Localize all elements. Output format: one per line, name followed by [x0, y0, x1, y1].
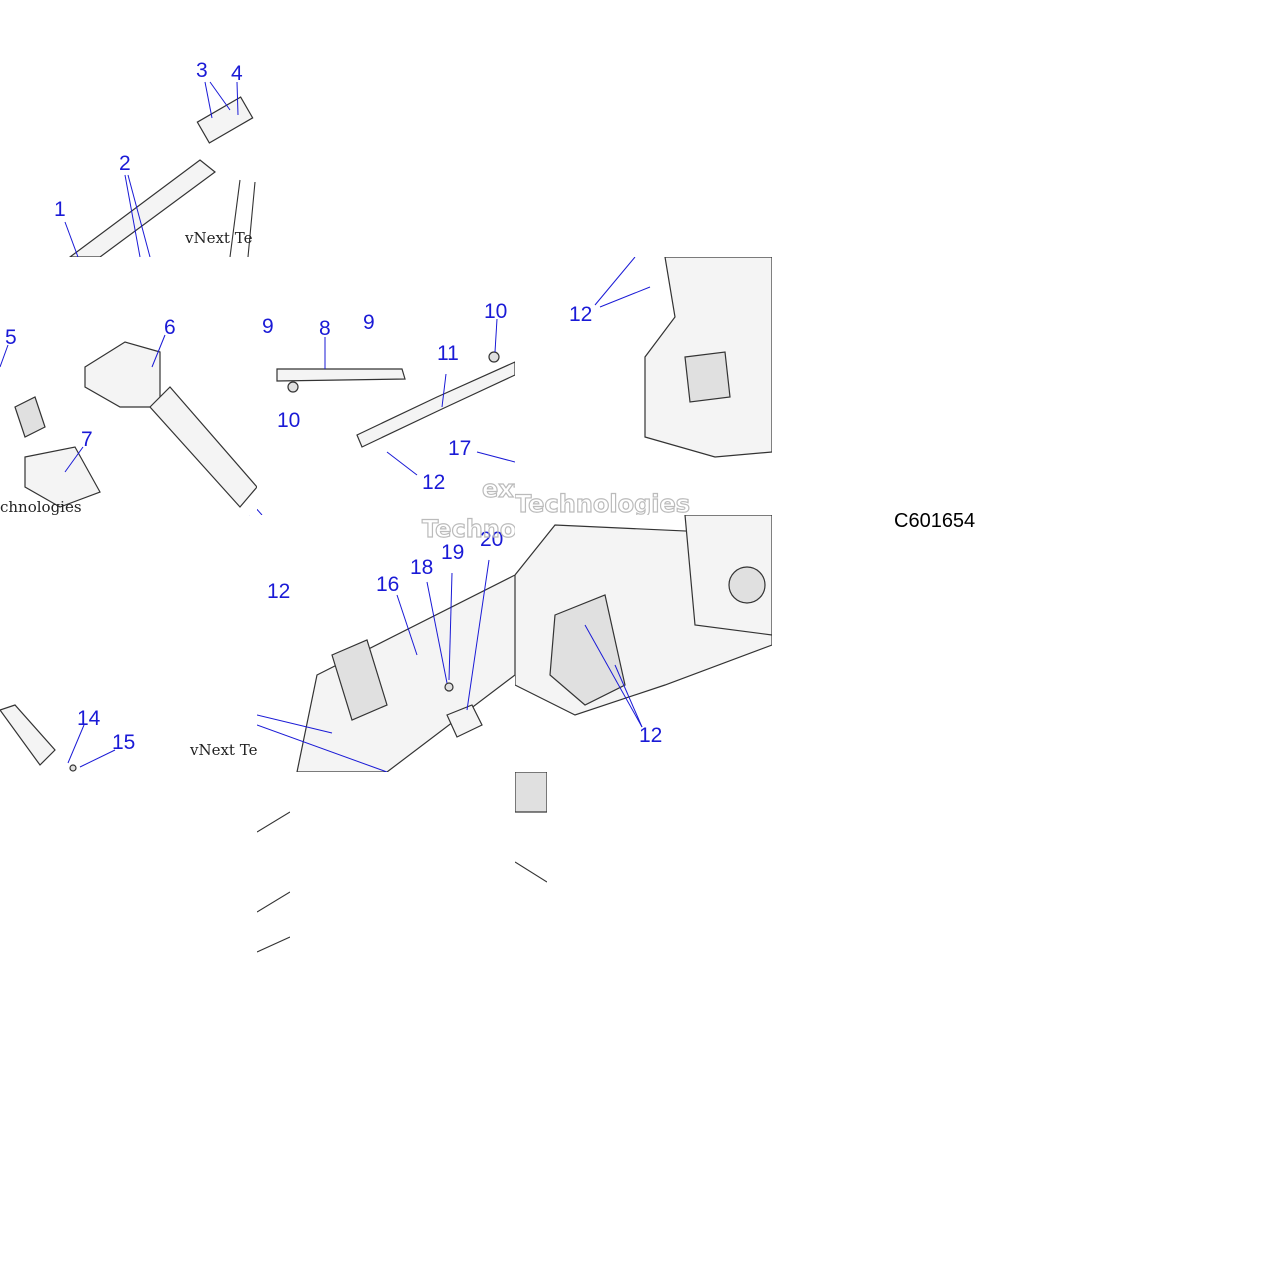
- leader-line: [0, 344, 9, 368]
- leader-line: [257, 508, 263, 515]
- diagram-strip-right: [515, 772, 547, 1029]
- watermark-text: chnologies: [0, 498, 82, 515]
- leader-line: [386, 451, 418, 476]
- callout-10: 10: [277, 409, 300, 432]
- leader-line: [448, 572, 453, 681]
- leader-line: [79, 749, 116, 768]
- diagram-tile-lower-right: 12: [515, 515, 772, 772]
- frame-edge: [247, 181, 256, 257]
- diagram-tile-mid-center: 9 8 9 10 11 10 17 12 ext: [257, 257, 515, 515]
- footrest-grate: [515, 772, 547, 813]
- callout-4: 4: [231, 62, 243, 85]
- callout-16: 16: [376, 573, 399, 596]
- drawing-code: C601654: [894, 510, 976, 532]
- leader-line: [127, 174, 151, 257]
- leader-line: [64, 446, 84, 473]
- leader-line: [594, 257, 636, 306]
- nut-part-10: [488, 351, 500, 363]
- diagram-strip-center: [257, 772, 290, 1029]
- leader-line: [599, 286, 651, 308]
- frame-edge: [257, 811, 290, 833]
- mount-part-5: [14, 396, 46, 438]
- frame-edge: [229, 179, 241, 257]
- callout-10: 10: [484, 300, 507, 323]
- callout-17: 17: [448, 437, 471, 460]
- engine-plate-hole: [728, 566, 766, 604]
- leader-line: [476, 451, 515, 463]
- callout-1: 1: [54, 198, 66, 221]
- bracket-part-6: [84, 341, 161, 408]
- leader-line: [426, 581, 448, 684]
- watermark-text: Technologies: [515, 490, 690, 515]
- callout-2: 2: [119, 152, 131, 175]
- frame-edge: [257, 891, 290, 913]
- callout-20: 20: [480, 528, 503, 551]
- callout-12: 12: [422, 471, 445, 494]
- callout-12: 12: [267, 580, 290, 603]
- frame-tube: [0, 704, 56, 766]
- leader-line: [124, 174, 141, 257]
- callout-11: 11: [437, 342, 459, 365]
- leader-line: [441, 373, 447, 408]
- callout-9: 9: [262, 315, 274, 338]
- frame-tube: [149, 386, 257, 508]
- engine-plate: [684, 515, 772, 636]
- watermark-text: vNext Te: [184, 229, 253, 247]
- watermark-text: ext: [482, 475, 515, 503]
- callout-7: 7: [81, 428, 93, 451]
- watermark-text: Techno: [422, 515, 515, 543]
- footwell-panel: [331, 639, 388, 721]
- leader-line: [614, 664, 643, 728]
- callout-12: 12: [569, 303, 592, 326]
- leader-line: [494, 318, 498, 353]
- callout-8: 8: [319, 317, 331, 340]
- diagram-tile-lower-center: 12 16 18 19 20 Techno: [257, 515, 515, 772]
- brace-part-11: [356, 361, 515, 448]
- leader-line: [396, 594, 418, 656]
- frame-tube-part-2: [68, 159, 216, 257]
- watermark-text: vNext Te: [189, 741, 257, 759]
- leader-line: [151, 334, 166, 368]
- leader-line: [64, 221, 79, 257]
- clamp-part-4: [196, 96, 254, 144]
- diagram-tile-top-left: 3 4 2 1 vNext Te: [0, 0, 257, 257]
- callout-19: 19: [441, 541, 464, 564]
- leader-line: [209, 81, 231, 111]
- leader-line: [257, 724, 388, 772]
- callout-12: 12: [639, 724, 662, 747]
- callout-14: 14: [77, 707, 101, 730]
- leader-line: [204, 81, 213, 119]
- washer-part-15: [69, 764, 77, 772]
- nut-part-10: [287, 381, 299, 393]
- shock-mount: [549, 594, 626, 706]
- frame-edge: [515, 861, 547, 883]
- tie-rod-part-8: [276, 368, 406, 382]
- diagram-tile-lower-left: 14 15 vNext Te: [0, 515, 257, 772]
- callout-6: 6: [164, 316, 176, 339]
- leader-line: [257, 714, 333, 734]
- frame-edge: [257, 936, 290, 953]
- callout-9: 9: [363, 311, 375, 334]
- leader-line: [466, 559, 490, 711]
- plate-part-7: [24, 446, 101, 508]
- leader-line: [584, 624, 643, 728]
- bolt-part-19: [444, 682, 454, 692]
- diagram-tile-mid-right: 12 Technologies: [515, 257, 772, 515]
- callout-3: 3: [196, 59, 208, 82]
- leader-line: [236, 81, 239, 116]
- callout-5: 5: [5, 326, 17, 349]
- callout-18: 18: [410, 556, 433, 579]
- bracket-part-20: [446, 704, 483, 738]
- diagram-tile-mid-left: 5 6 7 chnologies: [0, 257, 257, 515]
- mount-pocket: [684, 351, 731, 403]
- callout-15: 15: [112, 731, 135, 754]
- leader-line: [67, 724, 85, 764]
